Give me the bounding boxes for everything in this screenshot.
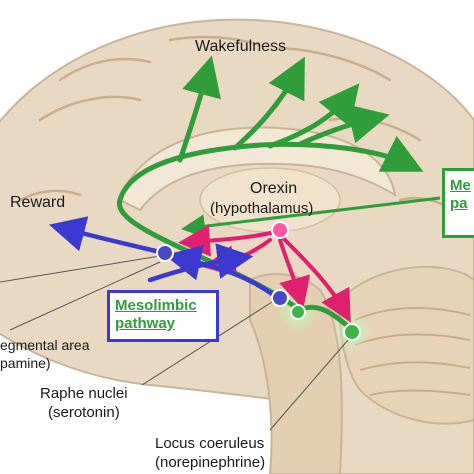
mesolimbic-pathway (48, 216, 278, 299)
label-orexin: Orexin (250, 180, 298, 197)
locus-node (343, 323, 361, 341)
label-locus-sub: (norepinephrine) (155, 454, 266, 471)
mesolimbic-box-line2: pathway (115, 315, 176, 332)
label-vta-line1: egmental area (0, 337, 90, 353)
label-wakefulness: Wakefulness (195, 38, 286, 55)
cerebellum (338, 265, 474, 425)
mesolimbic-pathway-box-cropped: Me pa (442, 168, 474, 238)
green-node-1 (290, 304, 306, 320)
label-reward: Reward (10, 194, 66, 211)
label-locus: Locus coeruleus (155, 435, 265, 452)
vta-node (156, 244, 174, 262)
label-raphe-sub: (serotonin) (48, 404, 120, 421)
label-orexin-sub: (hypothalamus) (210, 200, 314, 217)
orexin-node (271, 221, 289, 239)
mesolimbic-cropped-line2: pa (450, 195, 468, 212)
callout-lines (0, 255, 349, 431)
mesolimbic-pathway-box: Mesolimbic pathway (107, 290, 219, 342)
raphe-node (271, 289, 289, 307)
label-raphe: Raphe nuclei (40, 385, 128, 402)
mesolimbic-box-line1: Mesolimbic (115, 297, 197, 314)
label-vta-line2: pamine) (0, 355, 51, 371)
green-pointer-arrow (181, 196, 441, 239)
mesolimbic-cropped-line1: Me (450, 177, 471, 194)
